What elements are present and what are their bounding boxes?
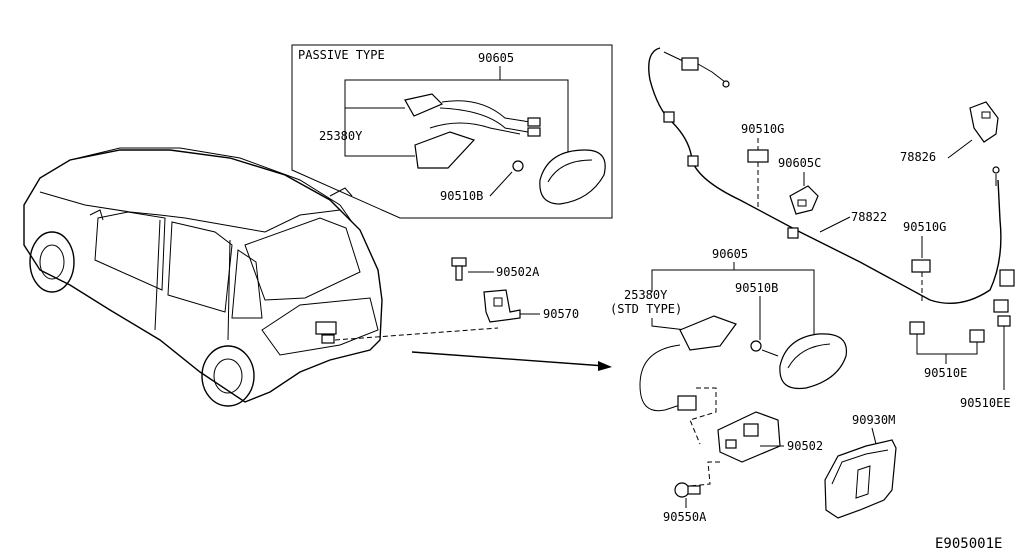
label-90930m: 90930M <box>852 413 895 427</box>
tag-90510g-a <box>747 149 769 163</box>
label-90605-mid: 90605 <box>712 247 748 261</box>
switch-90502-part <box>717 411 781 463</box>
diagram-code: E905001E <box>935 536 1002 552</box>
bracket-90570 <box>483 289 521 323</box>
label-90510e: 90510E <box>924 366 967 380</box>
label-25380y-top: 25380Y <box>319 129 363 143</box>
tag-90510g-b <box>911 259 931 273</box>
std-cover-part <box>779 333 848 390</box>
leader-car-to-bracket <box>334 327 499 341</box>
label-78826: 78826 <box>900 150 936 164</box>
label-90502: 90502 <box>787 439 823 453</box>
label-std-type: (STD TYPE) <box>610 302 682 316</box>
passive-lamp-part <box>414 122 521 169</box>
passive-switch-part <box>404 93 541 137</box>
inset-title: PASSIVE TYPE <box>298 48 385 62</box>
bolt-90502a <box>451 257 467 281</box>
label-90510ee: 90510EE <box>960 396 1011 410</box>
connector-90510ee <box>993 269 1015 327</box>
label-90510g-b: 90510G <box>903 220 946 234</box>
finisher-90930m-part <box>824 439 897 519</box>
clips-90510e <box>909 321 985 343</box>
passive-type-inset-frame <box>291 44 613 219</box>
arrow-shaft <box>411 351 606 367</box>
label-90550a: 90550A <box>663 510 707 524</box>
label-25380y-mid: 25380Y <box>624 288 668 302</box>
screw-90510b-mid <box>750 340 762 352</box>
label-90510b-top: 90510B <box>440 189 483 203</box>
label-90570: 90570 <box>543 307 579 321</box>
clip-90550a <box>674 482 701 498</box>
label-90510b-mid: 90510B <box>735 281 778 295</box>
label-90502a: 90502A <box>496 265 540 279</box>
label-90605c: 90605C <box>778 156 821 170</box>
arrow-head-icon <box>598 361 612 371</box>
car-illustration <box>23 147 383 407</box>
passive-cover-part <box>539 149 606 205</box>
std-lamp-part <box>639 315 737 412</box>
screw-90510b-top <box>512 160 524 172</box>
clip-90605c-part <box>789 185 819 215</box>
label-78822: 78822 <box>851 210 887 224</box>
label-90510g-a: 90510G <box>741 122 784 136</box>
label-90605-top: 90605 <box>478 51 514 65</box>
actuator-78826-part <box>969 101 999 143</box>
harness-78822 <box>648 47 1002 305</box>
